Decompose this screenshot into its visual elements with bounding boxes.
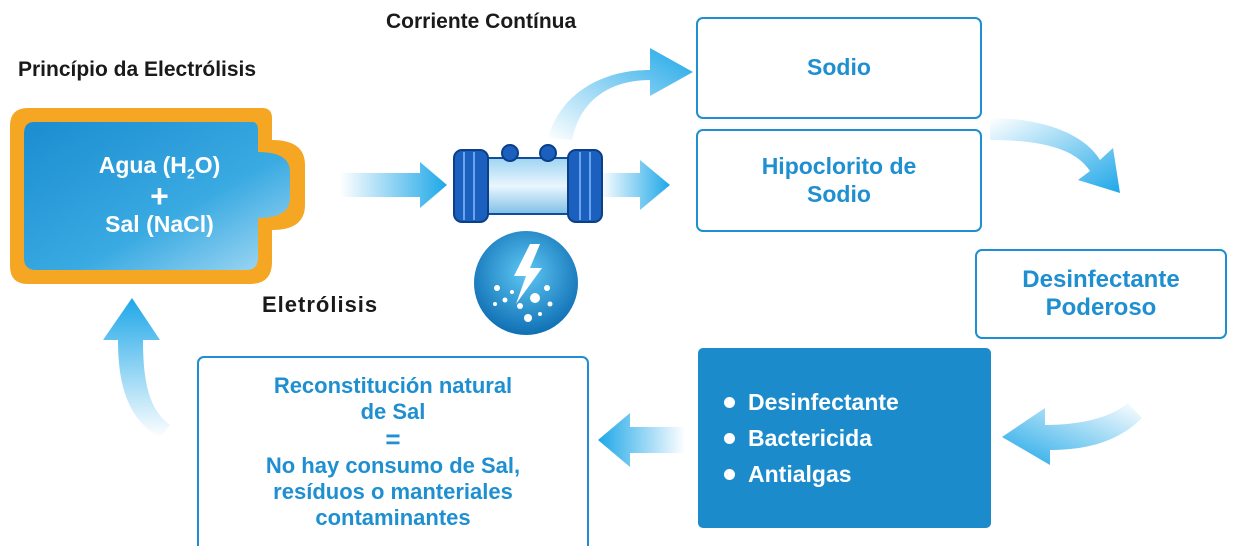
arrow-to-result	[990, 118, 1120, 193]
effect-item: Desinfectante	[724, 384, 991, 420]
hypochlorite-line-1: Hipoclorito de	[761, 153, 917, 180]
result-box: Desinfectante Poderoso	[975, 249, 1227, 339]
lightning-bubbles-icon	[474, 231, 578, 335]
result-line-2: Poderoso	[1045, 294, 1157, 321]
reconstitution-line-3: No hay consumo de Sal,	[265, 453, 521, 479]
arrow-to-sodium	[548, 48, 693, 140]
bullet-icon	[724, 432, 735, 444]
plus-sign: +	[150, 178, 169, 214]
salt-label: Sal (NaCl)	[105, 210, 214, 237]
effect-item: Bactericida	[724, 420, 991, 456]
principle-title: Princípio da Electrólisis	[18, 58, 257, 81]
sodium-label: Sodio	[807, 54, 871, 81]
equals-sign: =	[385, 423, 401, 454]
effect-item: Antialgas	[724, 456, 991, 492]
sodium-box: Sodio	[696, 17, 982, 119]
electrolysis-label: Eletrólisis	[262, 292, 379, 317]
reconstitution-line-1: Reconstitución natural	[273, 373, 513, 399]
arrow-to-effects	[1002, 403, 1142, 465]
bullet-icon	[724, 396, 735, 408]
result-line-1: Desinfectante	[1022, 265, 1180, 293]
arrow-to-reconstitution	[598, 413, 685, 467]
bullet-icon	[724, 468, 735, 480]
current-label: Corriente Contínua	[386, 10, 577, 33]
arrow-to-source	[103, 298, 170, 438]
reconstitution-line-4: resíduos o manteriales	[273, 479, 513, 505]
hypochlorite-box: Hipoclorito de Sodio	[696, 129, 982, 232]
reconstitution-line-5: contaminantes	[315, 504, 471, 530]
effects-box: Desinfectante Bactericida Antialgas	[698, 348, 991, 528]
water-label: Agua (H2O)	[98, 151, 221, 182]
hypochlorite-line-2: Sodio	[807, 180, 871, 207]
reconstitution-box: Reconstitución natural de Sal = No hay c…	[197, 356, 589, 546]
source-box: Agua (H2O) + Sal (NaCl)	[10, 108, 310, 284]
electrolysis-cell-icon	[453, 144, 603, 223]
source-container	[10, 108, 305, 284]
reconstitution-line-2: de Sal	[360, 399, 426, 425]
arrow-to-cell	[340, 162, 447, 208]
arrow-to-hypochlorite	[600, 160, 670, 210]
